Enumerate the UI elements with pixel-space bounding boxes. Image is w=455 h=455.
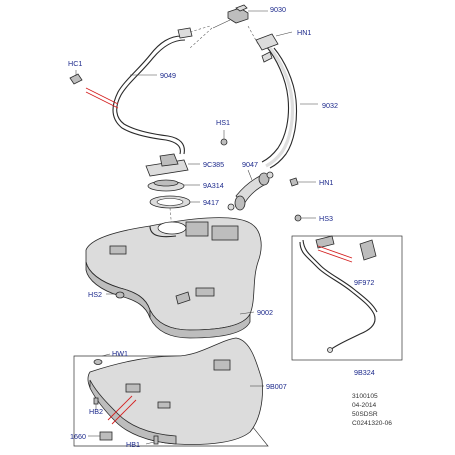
leader-9047 [247,169,253,181]
screw-hs3 [294,214,316,222]
fuel-line-group-box [291,235,403,361]
callout-hs3: HS3 [319,214,333,223]
callout-hn1-top: HN1 [297,28,311,37]
callout-9030: 9030 [270,5,286,14]
callout-hb2: HB2 [89,407,103,416]
fuel-pump-module [145,153,200,231]
ref-line-2: 04-2014 [352,402,377,409]
ref-line-1: 3100105 [352,393,378,400]
callout-9032: 9032 [322,101,338,110]
callout-9c385: 9C385 [203,160,224,169]
callout-hb1: HB1 [126,440,140,449]
fuel-line-9b324 [299,235,378,353]
callout-9a314: 9A314 [203,181,224,190]
callout-hn1-mid: HN1 [319,178,333,187]
vent-hose-9049 [112,25,211,155]
callout-9047: 9047 [242,160,258,169]
clip-hs2 [106,291,125,299]
callout-9049: 9049 [160,71,176,80]
screw-hs1 [220,130,228,146]
bracket-1660 [88,431,113,441]
callout-1660: 1660 [70,432,86,441]
callout-9b324: 9B324 [354,368,375,377]
callout-9002: 9002 [257,308,273,317]
ref-line-3: 50SDSR [352,411,378,418]
ref-line-4: C0241320-06 [352,420,392,427]
bolt-hb2 [93,397,99,410]
callout-9417: 9417 [203,198,219,207]
callout-hs2: HS2 [88,290,102,299]
hose-clip-hc1 [69,70,119,109]
nut-hn1-mid [289,177,316,187]
heat-shield-9b007 [87,337,264,445]
leader-hn1-top [275,31,293,37]
fuel-tank [85,217,262,339]
leader-9002 [239,311,255,315]
bolt-hb1 [145,435,159,445]
callout-hc1: HC1 [68,59,82,68]
washer-hw1 [93,353,111,365]
callout-hs1: HS1 [216,118,230,127]
fuel-filler-cap [189,4,249,49]
callout-9b007: 9B007 [266,382,287,391]
heat-shield-group-box [73,355,269,447]
filler-neck-9032 [247,25,298,169]
callout-9f972: 9F972 [354,278,374,287]
hose-9047 [227,171,274,211]
callout-hw1: HW1 [112,349,128,358]
